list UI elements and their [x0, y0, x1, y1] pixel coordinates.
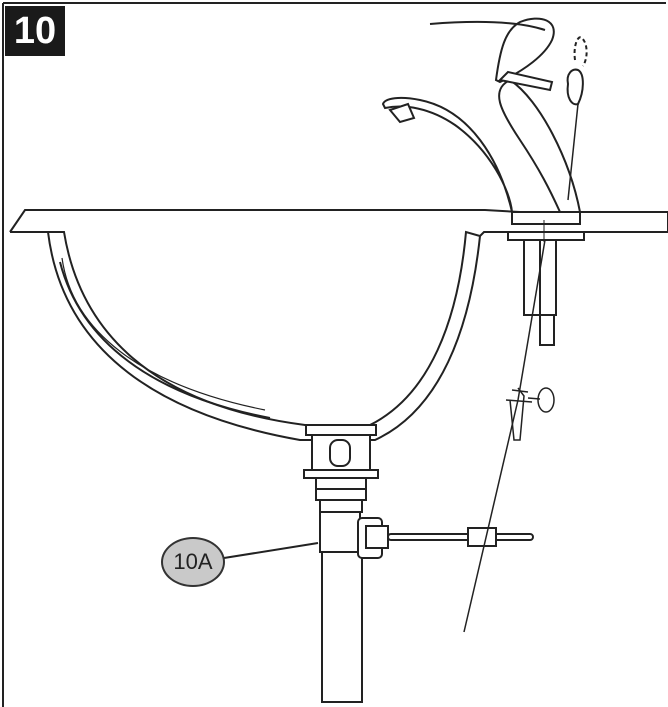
faucet-mount [507, 211, 585, 346]
callout-10a: 10A [161, 537, 225, 587]
step-number-badge: 10 [5, 6, 65, 56]
drain-assembly [303, 424, 534, 703]
lift-rod [463, 239, 555, 633]
callout-leader [223, 542, 319, 559]
faucet [381, 17, 588, 213]
sink-basin [46, 230, 482, 441]
